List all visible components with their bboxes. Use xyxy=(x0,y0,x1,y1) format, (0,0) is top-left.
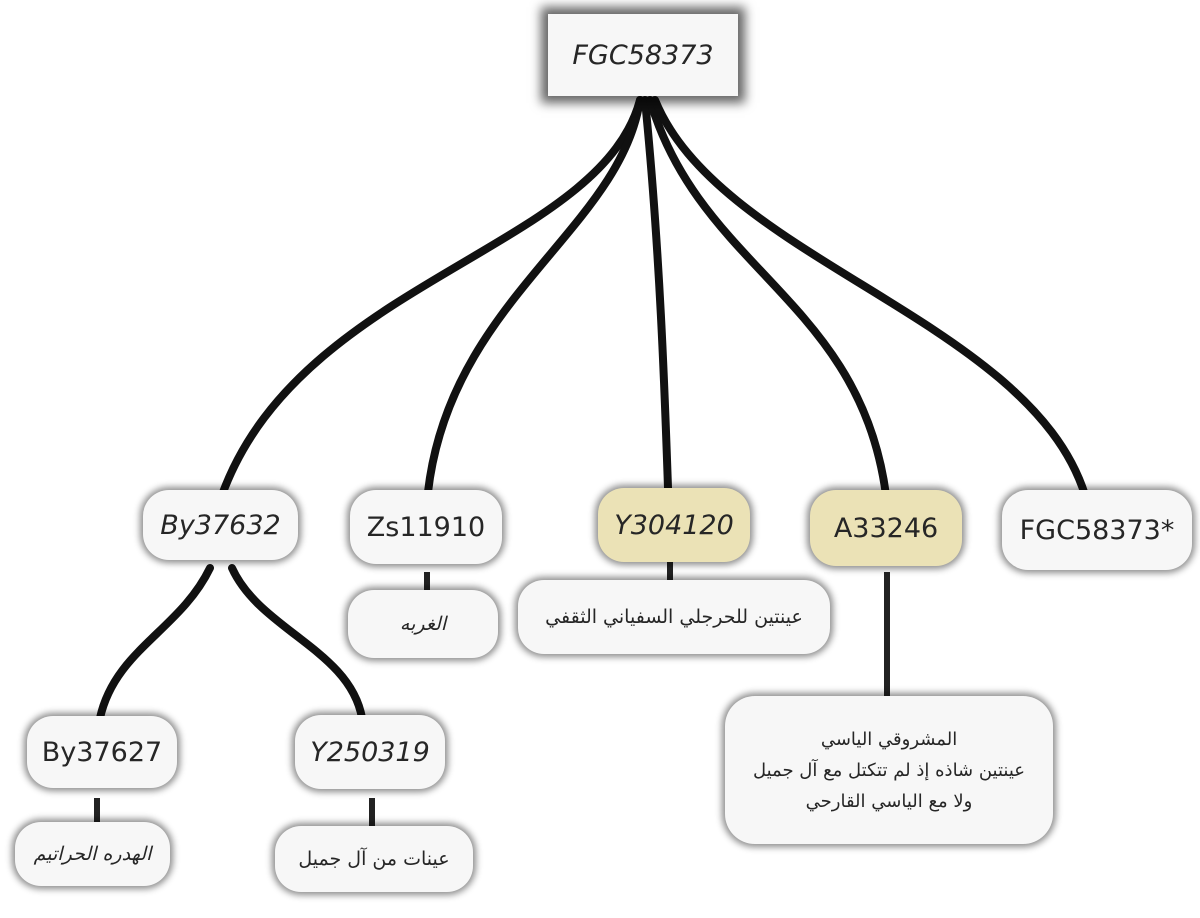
node-label: By37627 xyxy=(41,736,163,768)
edge-root-zs11910 xyxy=(424,96,644,496)
node-label: Y250319 xyxy=(310,736,430,768)
node-label: By37632 xyxy=(160,509,281,541)
node-label: FGC58373* xyxy=(1019,514,1175,546)
note-zs11910[interactable]: الغربه xyxy=(348,590,498,658)
note-y250319[interactable]: عينات من آل جميل xyxy=(275,826,473,892)
note-text: الغربه xyxy=(399,613,447,635)
edge-by37632-by37627 xyxy=(96,564,214,722)
node-by37632[interactable]: By37632 xyxy=(143,490,298,560)
node-y250319[interactable]: Y250319 xyxy=(295,715,445,789)
node-label: A33246 xyxy=(833,512,939,544)
node-by37627[interactable]: By37627 xyxy=(27,716,177,788)
root-label: FGC58373 xyxy=(572,39,714,71)
note-text: الهدره الحراتيم xyxy=(33,843,152,865)
note-by37627[interactable]: الهدره الحراتيم xyxy=(15,822,170,886)
edge-by37632-y250319 xyxy=(228,564,366,722)
note-text: عينات من آل جميل xyxy=(298,848,450,870)
note-text: عينتين للحرجلي السفياني الثقفي xyxy=(545,606,803,628)
edge-root-y304120 xyxy=(641,96,672,492)
edge-root-a33246 xyxy=(646,96,890,499)
node-y304120[interactable]: Y304120 xyxy=(598,488,750,562)
note-line-3: ولا مع الياسي القارحي xyxy=(805,790,973,812)
note-line-1: المشروقي الياسي xyxy=(820,728,958,750)
edge-root-fgc58373-star xyxy=(651,96,1089,499)
node-zs11910[interactable]: Zs11910 xyxy=(350,490,502,564)
note-y304120[interactable]: عينتين للحرجلي السفياني الثقفي xyxy=(518,580,830,654)
note-line-2: عينتين شاذه إذ لم تتكتل مع آل جميل xyxy=(752,759,1026,781)
node-label: Zs11910 xyxy=(366,511,486,543)
root-node[interactable]: FGC58373 xyxy=(548,14,738,96)
note-a33246[interactable]: المشروقي الياسي عينتين شاذه إذ لم تتكتل … xyxy=(725,696,1053,844)
node-fgc58373-star[interactable]: FGC58373* xyxy=(1002,490,1192,570)
node-label: Y304120 xyxy=(614,509,734,541)
node-a33246[interactable]: A33246 xyxy=(810,490,962,566)
edge-root-by37632 xyxy=(218,96,644,499)
